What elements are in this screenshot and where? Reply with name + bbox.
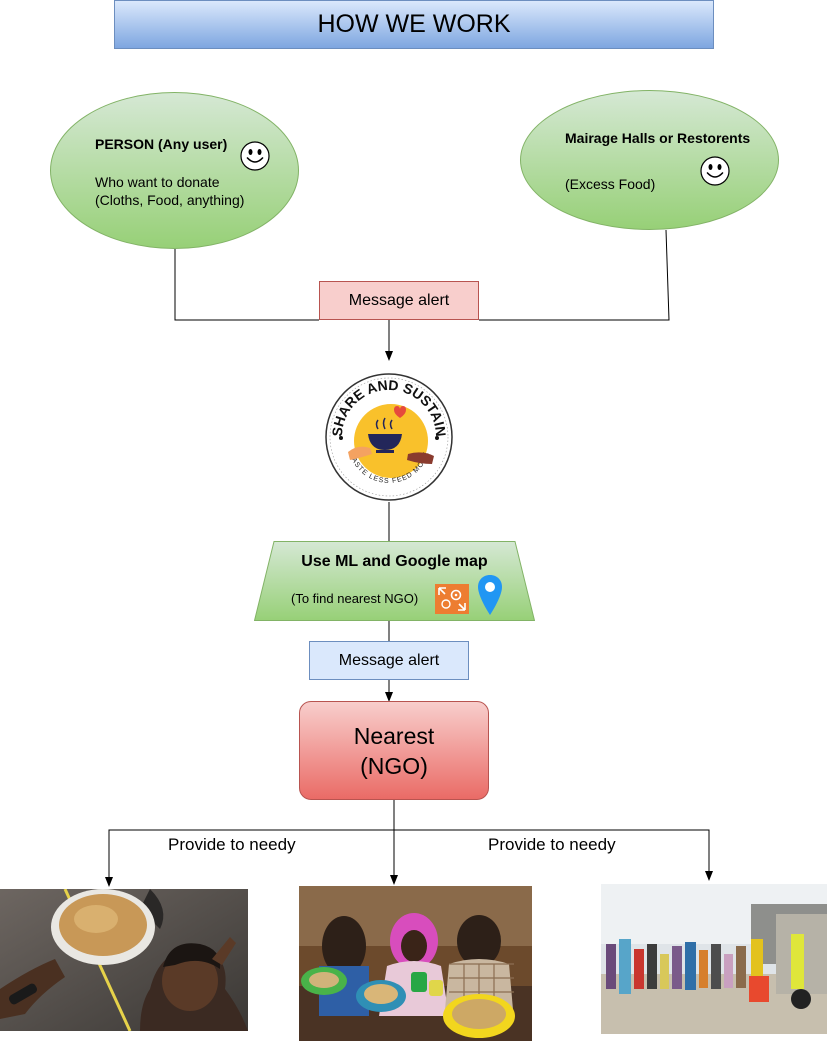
map-pin-icon [478, 575, 502, 615]
page-title: HOW WE WORK [114, 0, 714, 49]
ml-icon [435, 584, 469, 614]
halls-line1: (Excess Food) [565, 176, 656, 192]
ml-heading: Use ML and Google map [301, 553, 488, 570]
person-line1: Who want to donate [95, 174, 220, 190]
provide-label-right: Provide to needy [488, 835, 616, 854]
arrow-ngo-to-right [394, 829, 713, 881]
ngo-line2: (NGO) [360, 752, 428, 779]
halls-heading: Mairage Halls or Restorents [565, 130, 751, 146]
person-line2: (Cloths, Food, anything) [95, 192, 245, 208]
message-alert-bottom: Message alert [309, 641, 469, 680]
photo-boy-with-plate [0, 889, 248, 1031]
halls-ellipse: Mairage Halls or Restorents (Excess Food… [520, 90, 779, 230]
provide-label-left: Provide to needy [168, 835, 296, 854]
person-heading: PERSON (Any user) [95, 136, 228, 152]
photo-food-queue [601, 884, 827, 1034]
line-person-to-alert [174, 249, 319, 321]
share-and-sustain-logo: SHARE AND SUSTAIN WASTE LESS FEED MORE [324, 372, 454, 502]
smiley-icon [700, 156, 730, 186]
arrow-ngo-to-left [105, 829, 394, 887]
smiley-icon [240, 141, 270, 171]
nearest-ngo-box: Nearest (NGO) [299, 701, 489, 800]
ml-google-map-box: Use ML and Google map (To find nearest N… [254, 541, 535, 621]
ngo-line1: Nearest [353, 722, 435, 749]
person-ellipse: PERSON (Any user) Who want to donate (Cl… [50, 92, 299, 249]
line-halls-to-alert [479, 229, 670, 321]
photo-children-eating [299, 886, 532, 1041]
ml-subtext: (To find nearest NGO) [291, 591, 419, 606]
message-alert-top: Message alert [319, 281, 479, 320]
